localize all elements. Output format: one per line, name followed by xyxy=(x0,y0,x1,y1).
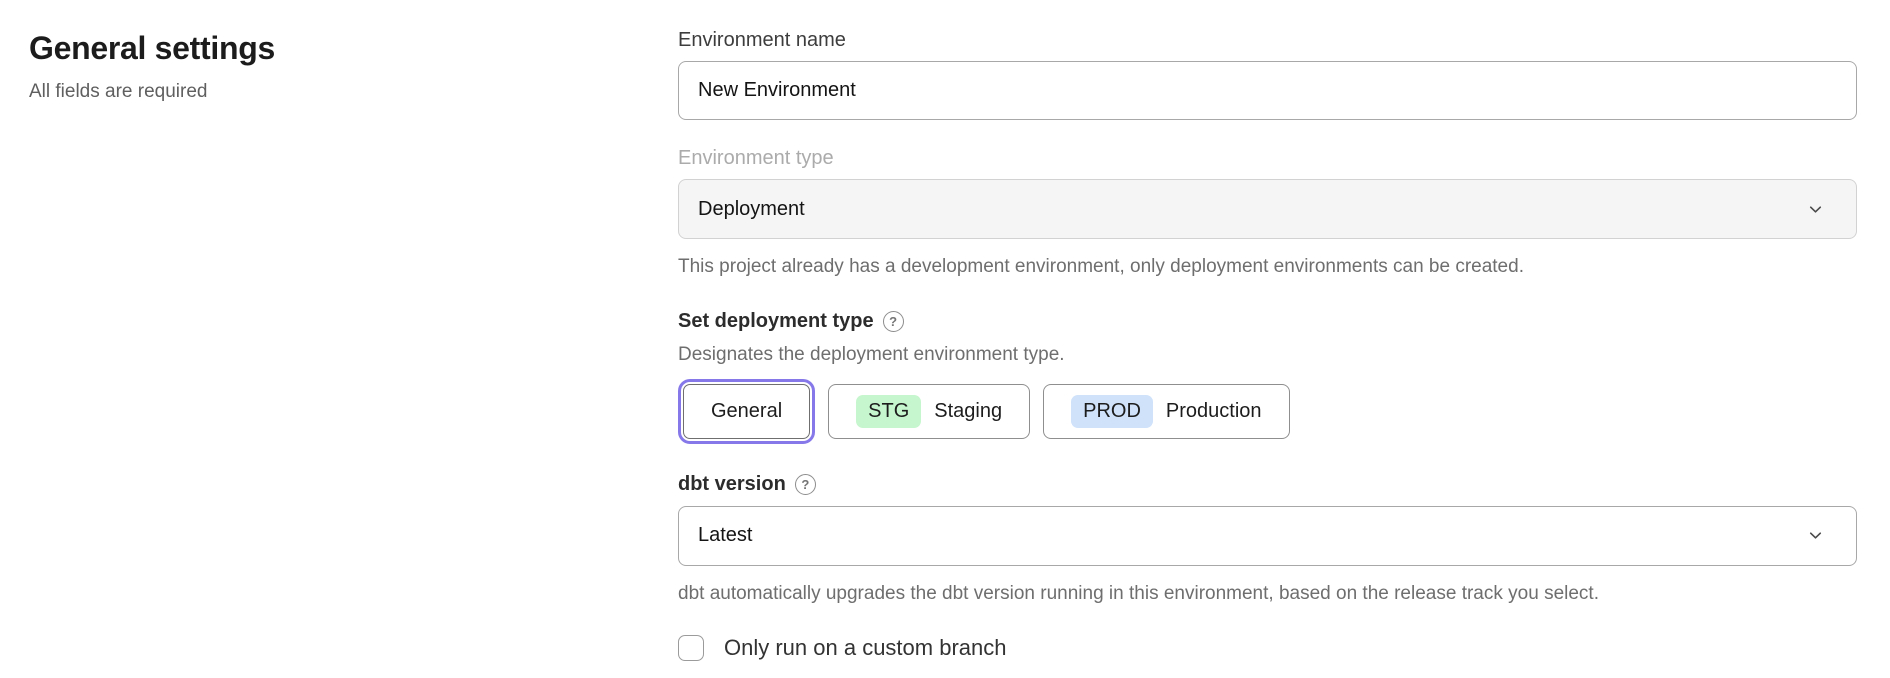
environment-name-label: Environment name xyxy=(678,29,846,51)
settings-header: General settings All fields are required xyxy=(29,30,589,103)
deployment-type-description: Designates the deployment environment ty… xyxy=(678,343,1065,365)
custom-branch-row: Only run on a custom branch xyxy=(678,634,1857,661)
staging-badge: STG xyxy=(856,394,922,428)
deployment-type-general-button[interactable]: General xyxy=(683,383,811,439)
deployment-type-general-label: General xyxy=(711,399,783,422)
dbt-version-helper: dbt automatically upgrades the dbt versi… xyxy=(678,582,1599,604)
environment-type-select[interactable]: Deployment xyxy=(678,179,1857,239)
page-subtitle: All fields are required xyxy=(29,81,208,102)
dbt-version-select[interactable]: Latest xyxy=(678,505,1857,566)
deployment-type-production-button[interactable]: PROD Production xyxy=(1043,383,1290,439)
deployment-type-staging-label: Staging xyxy=(934,399,1003,422)
environment-settings-form: Environment name Environment type Deploy… xyxy=(678,28,1857,661)
deployment-type-production-label: Production xyxy=(1165,399,1262,422)
production-badge: PROD xyxy=(1071,394,1153,428)
environment-type-label: Environment type xyxy=(678,147,834,169)
dbt-version-value: Latest xyxy=(698,524,753,547)
help-icon[interactable]: ? xyxy=(882,310,904,332)
chevron-down-icon xyxy=(1809,532,1822,539)
page-title: General settings xyxy=(29,30,275,66)
environment-type-value: Deployment xyxy=(698,197,805,220)
help-icon[interactable]: ? xyxy=(794,473,816,495)
custom-branch-checkbox[interactable] xyxy=(678,634,704,661)
custom-branch-label[interactable]: Only run on a custom branch xyxy=(724,634,1007,660)
environment-type-helper: This project already has a development e… xyxy=(678,256,1524,277)
dbt-version-heading-text: dbt version xyxy=(678,472,786,495)
deployment-type-options: General STG Staging PROD Production xyxy=(678,378,1857,444)
deployment-type-heading: Set deployment type ? xyxy=(678,310,1857,333)
chevron-down-icon xyxy=(1809,205,1822,213)
environment-name-input[interactable] xyxy=(678,61,1857,120)
deployment-type-heading-text: Set deployment type xyxy=(678,309,874,332)
selected-option-ring: General xyxy=(678,378,816,444)
deployment-type-staging-button[interactable]: STG Staging xyxy=(828,383,1031,439)
dbt-version-heading: dbt version ? xyxy=(678,473,1857,496)
